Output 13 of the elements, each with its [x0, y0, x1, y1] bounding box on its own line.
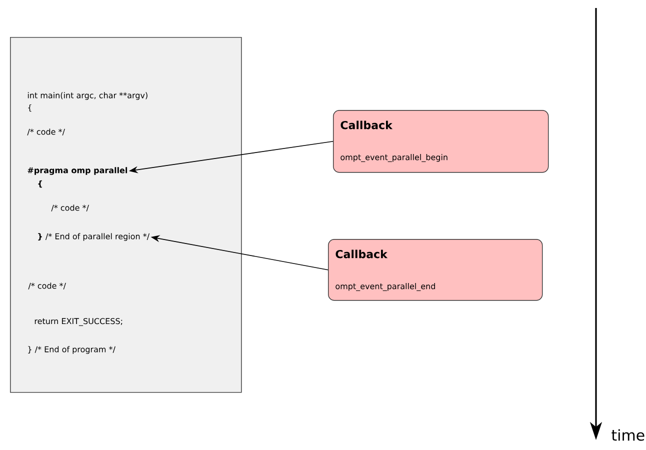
code-line: } /* End of program */ [28, 346, 116, 354]
axis-label: time [612, 429, 644, 441]
code-line: /* code */ [28, 282, 66, 290]
code-line: #pragma omp parallel [28, 167, 128, 175]
code-line: return EXIT_SUCCESS; [34, 318, 122, 326]
code-line: { [38, 180, 42, 188]
code-line: /* code */ [27, 128, 65, 136]
code-line: /* code */ [51, 204, 89, 212]
code-line: int main(int argc, char **argv) [28, 92, 148, 100]
code-line: } /* End of parallel region */ [38, 233, 150, 241]
callback-box: Callback ompt_event_parallel_begin [333, 110, 549, 173]
callback-box: Callback ompt_event_parallel_end [328, 239, 543, 301]
code-line: { [28, 104, 32, 112]
